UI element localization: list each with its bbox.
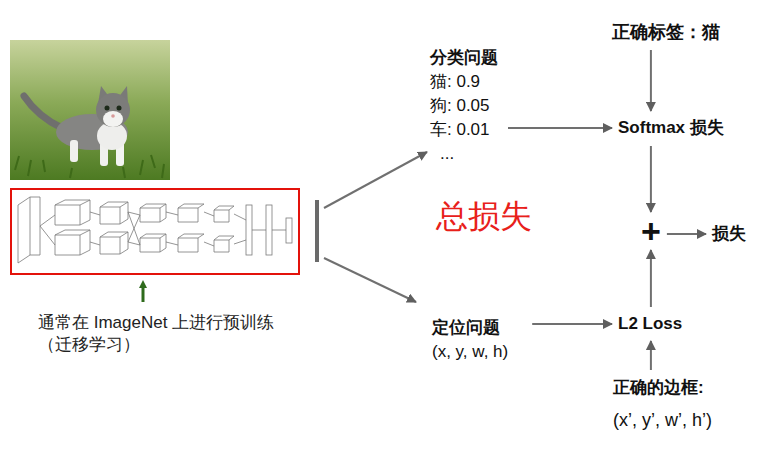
node-title: 定位问题 — [432, 316, 508, 340]
node-text: 车: 0.01 — [430, 118, 498, 142]
classification-block: 分类问题猫: 0.9狗: 0.05车: 0.01... — [430, 46, 498, 166]
total-loss-label: 总损失 — [436, 196, 532, 236]
cat-photo — [10, 40, 170, 180]
node-title: L2 Loss — [618, 312, 682, 336]
node-text: (x, y, w, h) — [432, 340, 508, 364]
node-text: 猫: 0.9 — [430, 70, 498, 94]
flow-arrow — [650, 341, 652, 370]
flow-arrow — [667, 233, 706, 235]
node-title: 损失 — [712, 222, 746, 246]
node-title: Softmax 损失 — [618, 116, 724, 140]
cnn-sketch — [18, 197, 292, 263]
node-title: 正确标签：猫 — [612, 20, 720, 44]
localization-block: 定位问题(x, y, w, h) — [432, 316, 508, 364]
node-text: ... — [430, 142, 498, 166]
node-title: + — [641, 214, 661, 248]
ground-truth-label: 正确标签：猫 — [612, 20, 720, 44]
sum-symbol: + — [641, 214, 661, 248]
backbone-box: 通常在 ImageNet 上进行预训练（迁移学习） — [10, 188, 300, 275]
flow-arrow — [508, 127, 612, 129]
node-title: 正确的边框: — [613, 376, 712, 400]
node-text: (x’, y’, w’, h’) — [613, 408, 712, 432]
flow-arrow — [650, 50, 652, 111]
flow-arrow — [532, 323, 612, 325]
loss-output: 损失 — [712, 222, 746, 246]
flow-arrow — [650, 146, 652, 212]
branch-bar — [315, 200, 319, 262]
flow-arrow — [324, 152, 427, 208]
node-title: 分类问题 — [430, 46, 498, 70]
node-text: 狗: 0.05 — [430, 94, 498, 118]
pointer-arrow — [142, 284, 145, 302]
l2-loss: L2 Loss — [618, 312, 682, 336]
softmax-loss: Softmax 损失 — [618, 116, 724, 140]
note-text: 通常在 ImageNet 上进行预训练（迁移学习） — [38, 312, 278, 356]
ground-truth-box: 正确的边框: (x’, y’, w’, h’) — [613, 376, 712, 432]
flow-arrow — [324, 258, 416, 302]
flow-arrow — [650, 250, 652, 307]
